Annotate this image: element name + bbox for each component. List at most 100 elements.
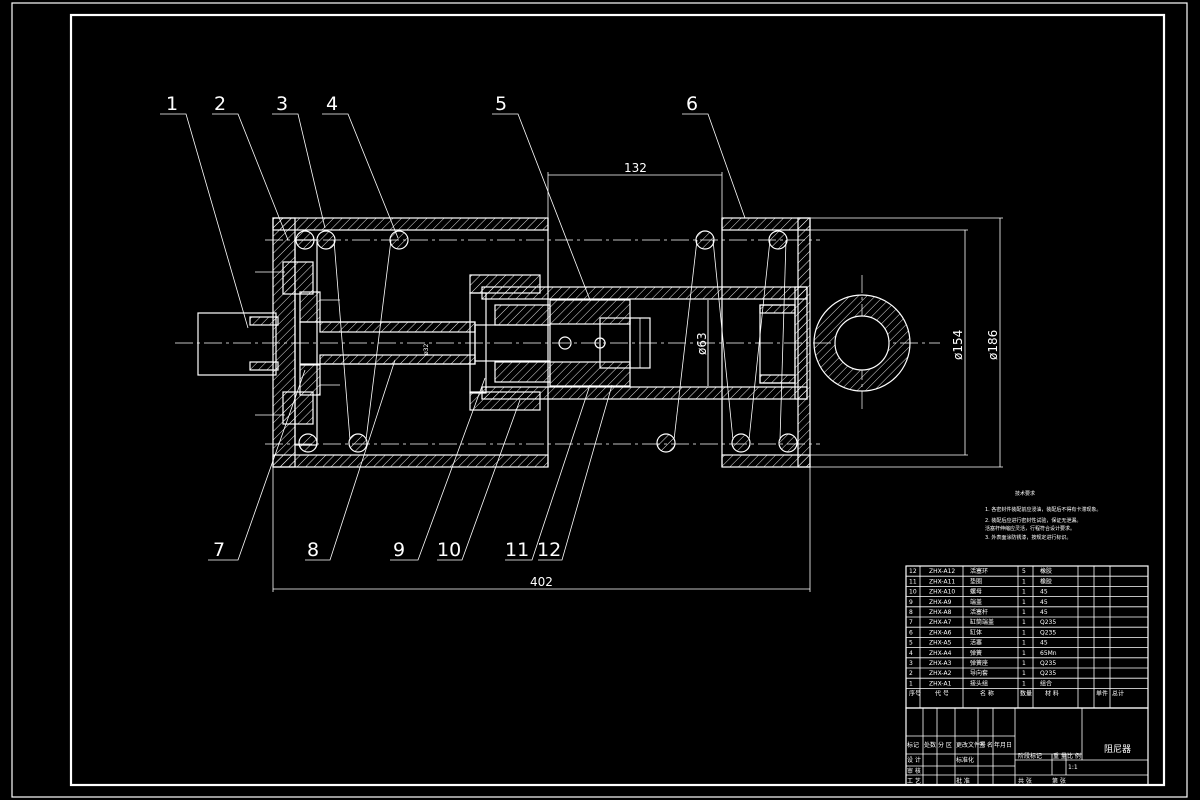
bom-cell-name: 弹簧 xyxy=(970,649,982,657)
lifting-eye xyxy=(813,294,911,392)
bom-cell-name: 导向套 xyxy=(970,669,988,677)
part-label-6: 6 xyxy=(686,93,698,115)
svg-text:审 核: 审 核 xyxy=(907,767,921,775)
bom-cell-mat: 橡胶 xyxy=(1040,567,1052,575)
bom-cell-name: 端盖 xyxy=(970,598,982,606)
bom-cell-code: ZHX-A5 xyxy=(929,640,952,647)
dim-402: 402 xyxy=(272,467,811,592)
bom-cell-mat: Q235 xyxy=(1040,670,1056,677)
svg-text:更改文件号: 更改文件号 xyxy=(956,741,986,749)
bom-cell-mat: Q235 xyxy=(1040,619,1056,626)
svg-text:第 张: 第 张 xyxy=(1052,777,1066,785)
bom-cell-mat: 65Mn xyxy=(1040,650,1057,657)
bom-cell-no: 12 xyxy=(909,568,917,575)
svg-text:处数: 处数 xyxy=(924,741,936,749)
bom-cell-mat: Q235 xyxy=(1040,660,1056,667)
left-end-cap xyxy=(255,239,340,446)
bom-cell-no: 9 xyxy=(909,599,913,606)
bom-cell-no: 11 xyxy=(909,578,917,585)
bom-cell-code: ZHX-A8 xyxy=(929,609,952,616)
technical-notes: 技术要求 1. 各密封件装配前应浸油，装配后不得有卡滞现象。 2. 装配后应进行… xyxy=(985,490,1101,541)
svg-text:分 区: 分 区 xyxy=(938,741,952,749)
svg-text:重 量: 重 量 xyxy=(1053,752,1067,760)
svg-text:标准化: 标准化 xyxy=(956,756,974,764)
bom-cell-code: ZHX-A10 xyxy=(929,589,955,596)
svg-text:签 名: 签 名 xyxy=(979,741,993,749)
bom-cell-name: 螺母 xyxy=(970,588,982,596)
bom-cell-name: 垫圈 xyxy=(970,577,982,585)
bom-cell-mat: 45 xyxy=(1040,599,1048,606)
bom-cell-no: 7 xyxy=(909,619,913,626)
part-label-5: 5 xyxy=(495,93,507,115)
bom-cell-mat: 橡胶 xyxy=(1040,577,1052,585)
svg-text:批 准: 批 准 xyxy=(956,777,970,785)
drawing-name: 阻尼器 xyxy=(1104,744,1131,755)
bom-cell-no: 6 xyxy=(909,629,913,636)
bom-cell-no: 2 xyxy=(909,670,913,677)
dim-132: 132 xyxy=(547,161,723,218)
svg-text:1. 各密封件装配前应浸油，装配后不得有卡滞现象。: 1. 各密封件装配前应浸油，装配后不得有卡滞现象。 xyxy=(985,506,1101,513)
bom-header-w2: 总计 xyxy=(1112,690,1124,698)
svg-text:年月日: 年月日 xyxy=(994,741,1012,749)
bom-cell-code: ZHX-A9 xyxy=(929,599,952,606)
bom-cell-qty: 1 xyxy=(1022,660,1026,667)
part-label-9: 9 xyxy=(393,539,405,561)
bom-header-w1: 单件 xyxy=(1096,690,1108,698)
title-block: 阻尼器 标记 处数 分 区 更改文件号 签 名 年月日 设 计 标准化 阶段标记… xyxy=(905,707,1149,786)
svg-text:1:1: 1:1 xyxy=(1068,764,1078,771)
bom-cell-qty: 1 xyxy=(1022,650,1026,657)
bom-cell-qty: 1 xyxy=(1022,680,1026,687)
part-label-10: 10 xyxy=(437,539,461,561)
part-label-2: 2 xyxy=(214,93,226,115)
part-label-3: 3 xyxy=(276,93,288,115)
dim-diameters: ø154 ø186 xyxy=(810,217,1003,468)
sheet-outer-border xyxy=(11,2,1188,798)
part-label-1: 1 xyxy=(166,93,178,115)
svg-text:工 艺: 工 艺 xyxy=(907,777,921,785)
svg-text:2. 装配后应进行密封性试验，保证无泄漏。: 2. 装配后应进行密封性试验，保证无泄漏。 xyxy=(985,517,1081,524)
connector-stub xyxy=(197,312,279,376)
bom-cell-qty: 1 xyxy=(1022,609,1026,616)
bom-header-mat: 材 料 xyxy=(1045,690,1059,698)
svg-text:比 例: 比 例 xyxy=(1067,752,1081,760)
bom-cell-mat: 45 xyxy=(1040,589,1048,596)
bom-cell-qty: 1 xyxy=(1022,619,1026,626)
svg-text:共 张: 共 张 xyxy=(1018,777,1032,785)
part-label-8: 8 xyxy=(307,539,319,561)
bom-cell-qty: 1 xyxy=(1022,599,1026,606)
bom-cell-no: 1 xyxy=(909,680,913,687)
bom-cell-name: 活塞环 xyxy=(970,567,988,575)
bom-cell-mat: 45 xyxy=(1040,609,1048,616)
svg-text:标记: 标记 xyxy=(907,741,919,749)
bom-cell-name: 缸筒端盖 xyxy=(970,618,994,626)
bom-cell-no: 3 xyxy=(909,660,913,667)
bom-header-code: 代 号 xyxy=(935,690,949,698)
bom-cell-no: 10 xyxy=(909,589,917,596)
svg-text:ø32: ø32 xyxy=(423,344,430,355)
cylinder-right-section xyxy=(721,217,811,468)
bom-header-name: 名 称 xyxy=(980,690,994,698)
svg-text:132: 132 xyxy=(624,161,647,175)
bom-cell-code: ZHX-A7 xyxy=(929,619,952,626)
piston-rod xyxy=(299,321,551,365)
bom-cell-qty: 1 xyxy=(1022,640,1026,647)
inner-cylinder xyxy=(469,274,808,411)
part-label-7: 7 xyxy=(213,539,225,561)
svg-text:技术要求: 技术要求 xyxy=(1015,490,1035,497)
bom-cell-no: 8 xyxy=(909,609,913,616)
bom-cell-name: 弹簧座 xyxy=(970,659,988,667)
bom-header-qty: 数量 xyxy=(1020,690,1032,698)
bom-cell-name: 活塞杆 xyxy=(970,608,988,616)
svg-text:活塞杆伸缩应灵活，行程符合设计要求。: 活塞杆伸缩应灵活，行程符合设计要求。 xyxy=(985,525,1075,532)
piston xyxy=(549,299,651,387)
bom-cell-qty: 1 xyxy=(1022,589,1026,596)
svg-text:ø154: ø154 xyxy=(951,330,965,360)
part-label-11: 11 xyxy=(505,539,529,561)
bom-cell-code: ZHX-A11 xyxy=(929,578,955,585)
svg-text:402: 402 xyxy=(530,575,553,589)
bom-cell-code: ZHX-A1 xyxy=(929,680,952,687)
bom-cell-code: ZHX-A4 xyxy=(929,650,952,657)
bom-cell-name: 缸体 xyxy=(970,628,982,636)
